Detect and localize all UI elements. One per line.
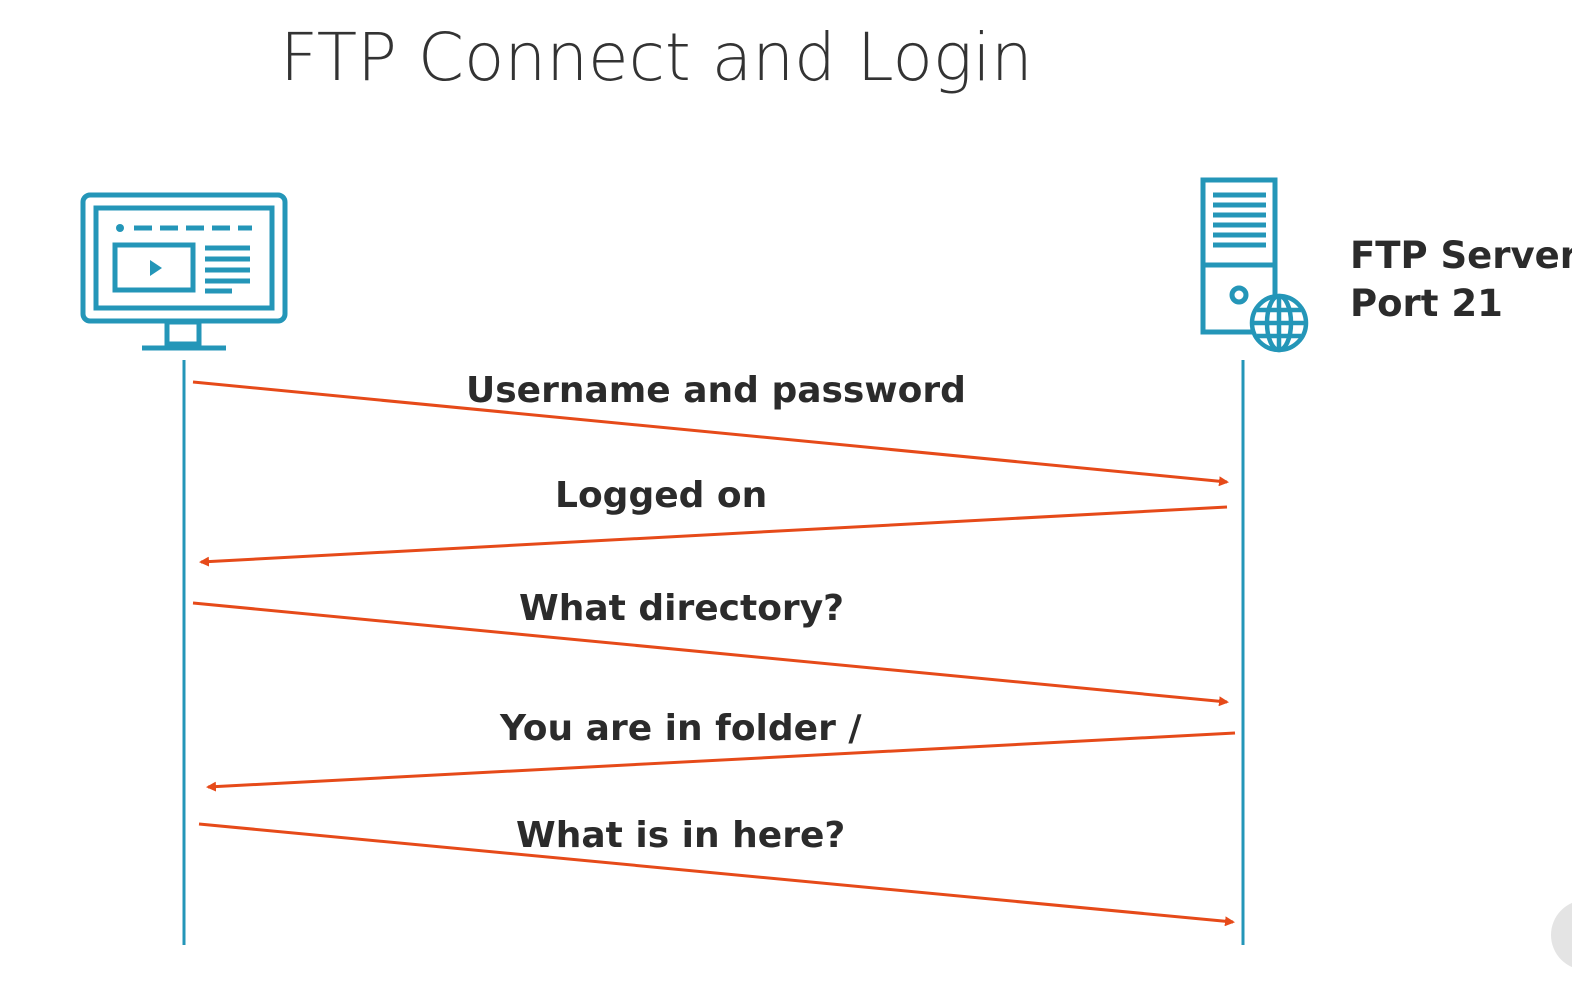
message-arrow-logged-on [199, 505, 1228, 567]
message-label-logged-on: Logged on [555, 475, 767, 516]
server-icon [1200, 177, 1278, 335]
corner-control-button[interactable] [1551, 900, 1572, 970]
globe-icon [1249, 293, 1309, 353]
message-arrow-what-is-in-here [198, 822, 1235, 927]
message-label-folder: You are in folder / [499, 708, 862, 749]
page-title: FTP Connect and Login [280, 19, 1033, 96]
message-label-what-is-in-here: What is in here? [516, 815, 845, 856]
message-arrow-folder [206, 731, 1236, 792]
server-port-label: Port 21 [1350, 282, 1503, 325]
monitor-icon [80, 192, 288, 351]
message-label-what-directory: What directory? [519, 588, 844, 629]
server-name-label: FTP Server [1350, 234, 1572, 277]
message-arrow-what-directory [192, 601, 1229, 707]
message-label-username: Username and password [466, 370, 966, 411]
message-arrow-username [192, 380, 1229, 487]
